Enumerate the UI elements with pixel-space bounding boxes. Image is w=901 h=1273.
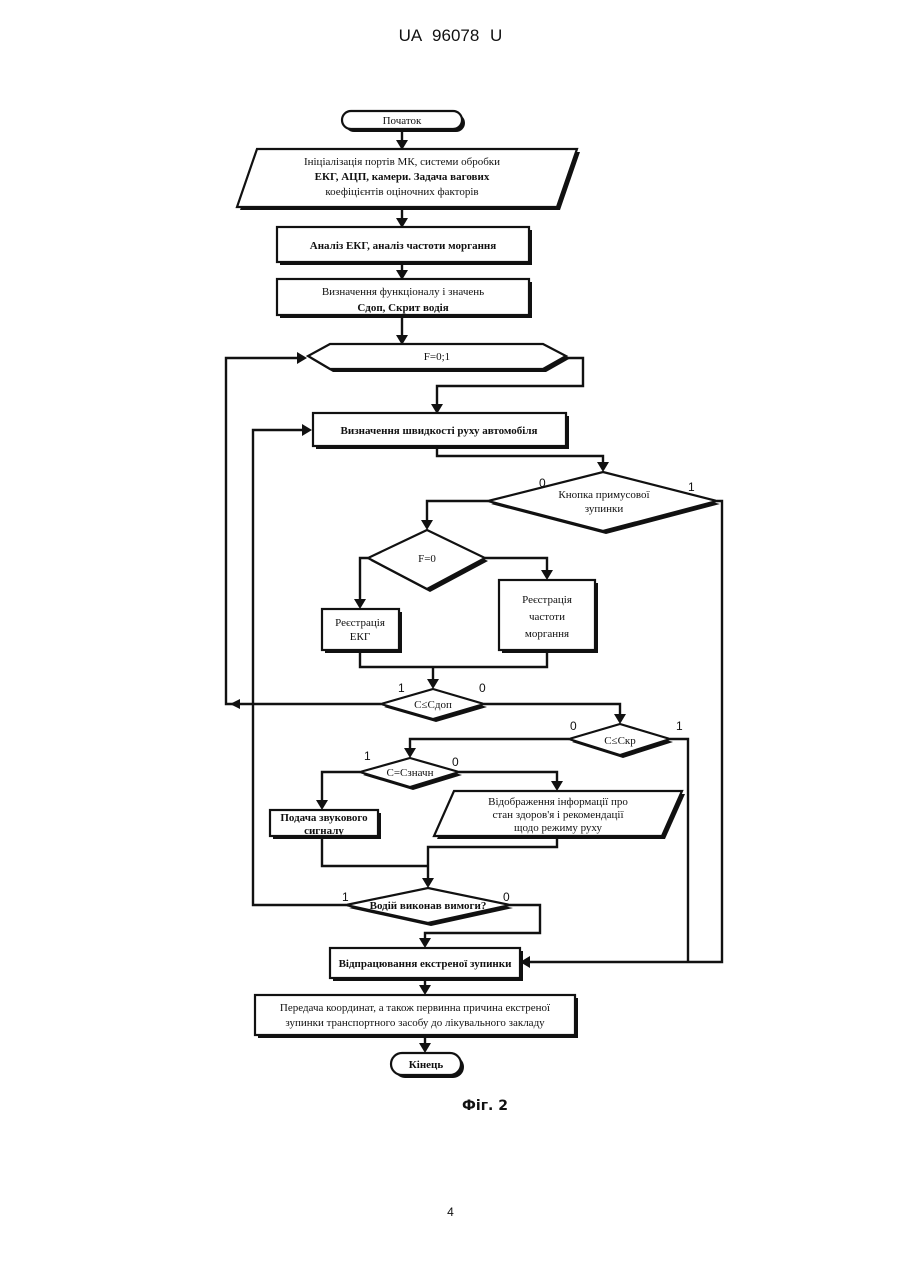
figure-caption: Фіг. 2 (462, 1098, 508, 1114)
functional-block: Визначення функціоналу і значень Сдоп, С… (277, 279, 532, 318)
display-line-1: Відображення інформації про (488, 796, 628, 808)
reg-blink-line-1: Реєстрація (522, 594, 572, 606)
label-zero: 0 (479, 681, 486, 695)
emergency-label: Відпрацювання екстреної зупинки (339, 958, 513, 970)
label-one: 1 (342, 890, 349, 904)
page-number: 4 (0, 1205, 901, 1219)
display-block: Відображення інформації про стан здоров'… (434, 791, 685, 839)
init-block: Ініціалізація портів МК, системи обробки… (237, 149, 580, 210)
reg-ecg-line-1: Реєстрація (335, 617, 385, 629)
czn-diamond: C=Cзначн (360, 758, 462, 790)
loop-label: F=0;1 (424, 351, 450, 363)
init-line-1: Ініціалізація портів МК, системи обробки (304, 156, 500, 168)
f0-label: F=0 (418, 553, 436, 565)
driver-diamond: Водій виконав вимоги? (346, 888, 513, 926)
functional-line-1: Визначення функціоналу і значень (322, 286, 484, 298)
ckr-label: C≤Cкр (604, 735, 636, 747)
functional-line-2: Сдоп, Скрит водія (357, 302, 448, 314)
init-line-2: ЕКГ, АЦП, камери. Задача вагових (315, 171, 490, 183)
reg-blink-line-2: частоти (529, 611, 565, 623)
driver-label: Водій виконав вимоги? (370, 900, 487, 912)
analysis-label: Аналіз ЕКГ, аналіз частоти моргання (310, 240, 497, 252)
ckr-diamond: C≤Cкр (569, 724, 673, 758)
init-line-3: коефіцієнтів оціночних факторів (325, 186, 478, 198)
speed-block: Визначення швидкості руху автомобіля (313, 413, 569, 449)
speed-label: Визначення швидкості руху автомобіля (341, 425, 538, 437)
label-zero: 0 (539, 476, 546, 490)
czn-label: C=Cзначн (387, 767, 434, 779)
end-terminator: Кінець (391, 1053, 464, 1078)
button-diamond: Кнопка примусової зупинки (488, 472, 720, 534)
sound-block: Подача звукового сигналу (270, 810, 381, 839)
reg-blink-line-3: моргання (525, 628, 569, 640)
loop-hexagon: F=0;1 (308, 344, 569, 372)
label-one: 1 (676, 719, 683, 733)
start-label: Початок (383, 115, 422, 127)
transmit-block: Передача координат, а також первинна при… (255, 995, 578, 1038)
cdop-label: C≤Cдоп (414, 699, 452, 711)
button-line-1: Кнопка примусової (558, 489, 650, 501)
sound-line-1: Подача звукового (280, 812, 368, 824)
button-line-2: зупинки (585, 503, 624, 515)
start-terminator: Початок (342, 111, 465, 132)
branch-labels: 0 1 1 0 0 1 1 0 1 0 (342, 476, 695, 904)
display-line-2: стан здоров'я і рекомендації (492, 809, 624, 821)
reg-blink-block: Реєстрація частоти моргання (499, 580, 598, 653)
label-zero: 0 (570, 719, 577, 733)
label-one: 1 (364, 749, 371, 763)
reg-ecg-line-2: ЕКГ (350, 631, 370, 643)
f0-diamond: F=0 (368, 530, 488, 592)
display-line-3: щодо режиму руху (514, 822, 603, 834)
analysis-block: Аналіз ЕКГ, аналіз частоти моргання (277, 227, 532, 265)
emergency-block: Відпрацювання екстреної зупинки (330, 948, 523, 981)
label-one: 1 (398, 681, 405, 695)
transmit-line-1: Передача координат, а також первинна при… (280, 1002, 551, 1014)
label-zero: 0 (503, 890, 510, 904)
label-zero: 0 (452, 755, 459, 769)
reg-ecg-block: Реєстрація ЕКГ (322, 609, 402, 653)
sound-line-2: сигналу (304, 825, 344, 837)
end-label: Кінець (409, 1059, 444, 1071)
transmit-line-2: зупинки транспортного засобу до лікуваль… (285, 1017, 545, 1029)
cdop-diamond: C≤Cдоп (381, 689, 487, 722)
label-one: 1 (688, 480, 695, 494)
